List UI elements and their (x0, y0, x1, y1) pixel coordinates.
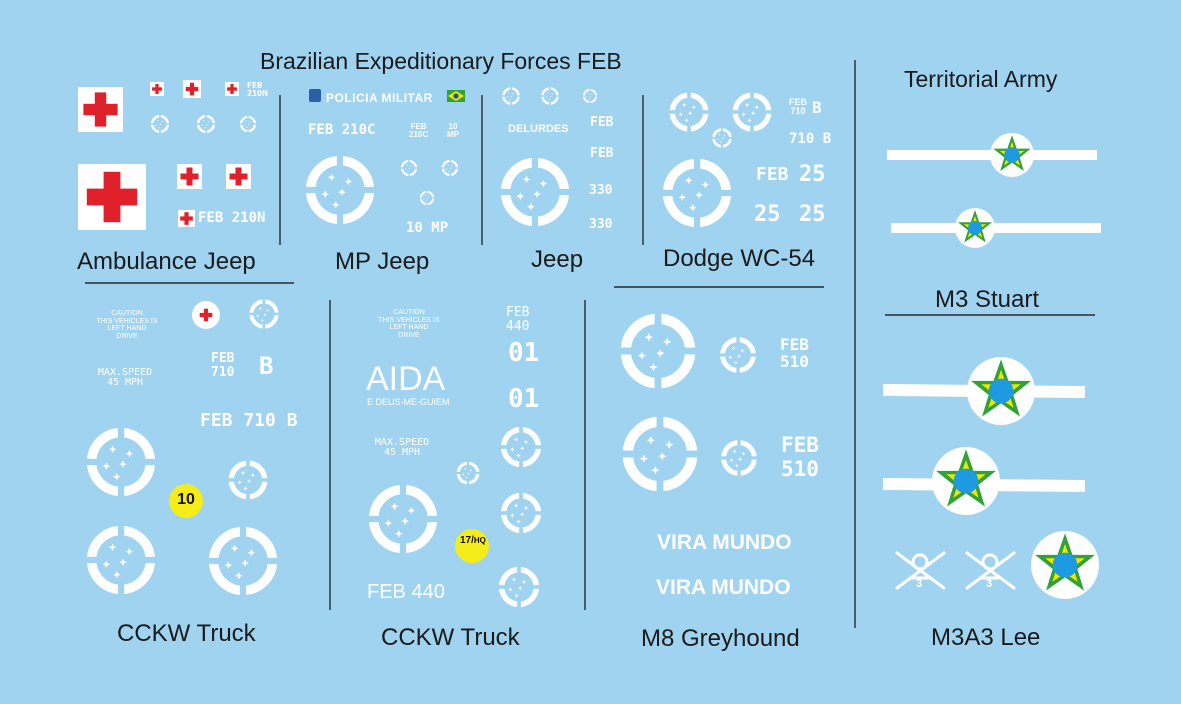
lee-roundels (883, 357, 1099, 599)
decal-aida-sub: E DEUS-ME-GUIEM (367, 397, 450, 407)
badge-17-hq: 17/HQ (460, 535, 486, 546)
stuart-roundels (887, 133, 1101, 248)
section-dividers (85, 60, 1095, 628)
decal-dodge-feb: FEB (756, 164, 789, 185)
decal-delurdes: DELURDES (508, 123, 569, 135)
decal-vira-mundo-b: VIRA MUNDO (656, 576, 791, 599)
policia-emblems (309, 89, 465, 102)
insignia-3-b: 3 (986, 578, 993, 590)
section-ambulance-jeep: Ambulance Jeep (77, 248, 256, 275)
section-stuart: M3 Stuart (935, 286, 1040, 313)
decal-01-b: 01 (508, 384, 540, 414)
section-cckw-1: CCKW Truck (117, 620, 256, 647)
decal-cckw-b: B (259, 352, 274, 380)
section-mp-jeep: MP Jeep (335, 248, 430, 275)
section-dodge: Dodge WC-54 (663, 245, 816, 272)
section-m8: M8 Greyhound (641, 625, 800, 652)
insignia-3-a: 3 (916, 578, 923, 590)
decal-feb-b: FEB (590, 146, 614, 161)
sheet-title: Brazilian Expeditionary Forces FEB (260, 48, 622, 74)
decal-vira-mundo-a: VIRA MUNDO (657, 531, 792, 554)
decal-dodge-b: B (812, 98, 822, 117)
decal-dodge-25a: 25 (799, 162, 826, 187)
decal-330-b: 330 (589, 217, 613, 232)
yellow-badges (169, 484, 489, 563)
decal-feb-210n: FEB 210N (198, 210, 266, 226)
decal-dodge-710b: 710 B (789, 131, 832, 147)
decal-feb-210c: FEB 210C (308, 122, 376, 138)
section-lee: M3A3 Lee (931, 624, 1041, 651)
crossed-rifles-insignia (895, 551, 1016, 590)
cckw-cross-roundel (192, 301, 220, 329)
decal-330-a: 330 (589, 183, 613, 198)
decal-feb-a: FEB (590, 115, 614, 130)
decal-01-a: 01 (508, 338, 540, 368)
section-jeep: Jeep (531, 246, 584, 273)
territorial-title: Territorial Army (904, 66, 1058, 92)
section-cckw-2: CCKW Truck (381, 624, 520, 651)
decal-feb-710b: FEB 710 B (200, 410, 298, 431)
decal-10-mp: 10 MP (406, 220, 449, 236)
ambulance-crosses (78, 80, 251, 230)
decal-policia-militar: POLICIA MILITAR (326, 91, 433, 105)
decal-aida: AIDA (366, 360, 446, 398)
decal-dodge-25b: 25 (754, 202, 781, 227)
decal-feb-440: FEB 440 (367, 581, 445, 603)
decal-dodge-25c: 25 (799, 202, 826, 227)
badge-10: 10 (177, 491, 195, 508)
